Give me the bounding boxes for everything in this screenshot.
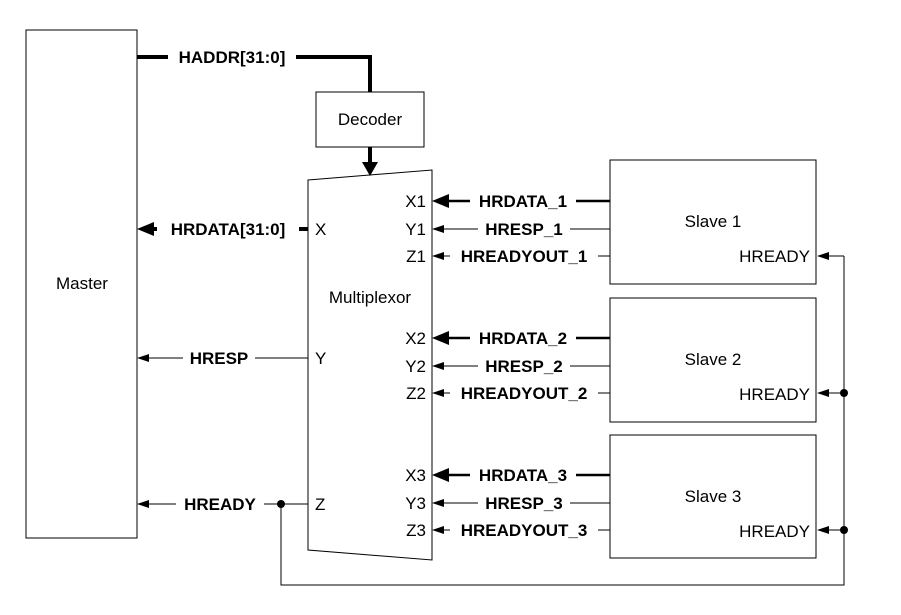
hresp2-label: HRESP_2 xyxy=(485,357,562,376)
mux-port-x3: X3 xyxy=(405,466,426,485)
hresp-arrowhead xyxy=(137,354,149,362)
hreadyout2-arrowhead xyxy=(432,389,444,397)
hreadyout1-label: HREADYOUT_1 xyxy=(461,247,588,266)
slave3-label: Slave 3 xyxy=(685,487,742,506)
mux-port-z2: Z2 xyxy=(406,384,426,403)
hreadyout2-label: HREADYOUT_2 xyxy=(461,384,588,403)
mux-port-x2: X2 xyxy=(405,329,426,348)
hreadyout3-arrowhead xyxy=(432,526,444,534)
mux-port-x1: X1 xyxy=(405,192,426,211)
slave1-block xyxy=(609,159,817,285)
multiplexor-label: Multiplexor xyxy=(329,288,412,307)
mux-port-y: Y xyxy=(315,349,326,368)
slave2-block xyxy=(609,297,817,423)
hresp-label: HRESP xyxy=(190,349,249,368)
mux-port-y3: Y3 xyxy=(405,494,426,513)
hready-label: HREADY xyxy=(184,495,256,514)
master-block xyxy=(25,29,138,539)
hready-to-slave3-arrowhead xyxy=(817,526,829,534)
hrdata3-label: HRDATA_3 xyxy=(479,466,567,485)
hresp1-arrowhead xyxy=(432,225,444,233)
hresp3-arrowhead xyxy=(432,499,444,507)
hresp1-label: HRESP_1 xyxy=(485,220,562,239)
mux-port-z: Z xyxy=(315,495,325,514)
slave1-label: Slave 1 xyxy=(685,212,742,231)
hreadyout1-arrowhead xyxy=(432,252,444,260)
mux-port-z3: Z3 xyxy=(406,521,426,540)
slave1-hready-label: HREADY xyxy=(739,247,810,266)
hready-arrowhead xyxy=(137,500,149,508)
decoder-to-mux-arrowhead xyxy=(362,162,378,176)
mux-port-x: X xyxy=(315,220,326,239)
mux-port-y2: Y2 xyxy=(405,357,426,376)
decoder-block xyxy=(315,91,425,148)
hrdata-label: HRDATA[31:0] xyxy=(171,220,286,239)
hready-to-slave2-arrowhead xyxy=(817,389,829,397)
master-label: Master xyxy=(56,274,108,293)
hrdata1-label: HRDATA_1 xyxy=(479,192,567,211)
hrdata2-label: HRDATA_2 xyxy=(479,329,567,348)
slave2-hready-label: HREADY xyxy=(739,385,810,404)
mux-port-z1: Z1 xyxy=(406,247,426,266)
hresp2-arrowhead xyxy=(432,362,444,370)
multiplexor-block xyxy=(307,169,433,561)
slave2-label: Slave 2 xyxy=(685,350,742,369)
haddr-label: HADDR[31:0] xyxy=(179,48,286,67)
slave3-hready-label: HREADY xyxy=(739,522,810,541)
mux-port-y1: Y1 xyxy=(405,220,426,239)
hrdata3-arrowhead xyxy=(432,468,449,482)
hready-feedback-wire xyxy=(280,256,845,586)
hready-to-slave1-arrowhead xyxy=(817,252,829,260)
hrdata-arrowhead xyxy=(137,222,154,236)
hresp3-label: HRESP_3 xyxy=(485,494,562,513)
hrdata2-arrowhead xyxy=(432,331,449,345)
decoder-label: Decoder xyxy=(338,110,403,129)
hreadyout3-label: HREADYOUT_3 xyxy=(461,521,588,540)
hrdata1-arrowhead xyxy=(432,194,449,208)
slave3-block xyxy=(609,434,817,559)
